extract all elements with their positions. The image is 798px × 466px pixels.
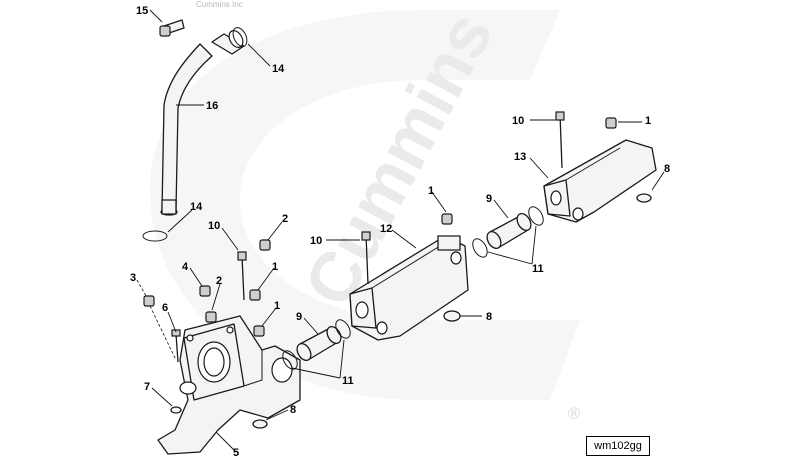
leader-lines (136, 9, 665, 453)
callout-16: 16 (206, 100, 218, 112)
callout-7: 7 (144, 381, 150, 393)
callout-10-right: 10 (512, 115, 524, 127)
callout-1-mid: 1 (428, 185, 434, 197)
sleeves-and-orings (282, 206, 544, 370)
callout-11-left: 11 (342, 375, 354, 387)
callout-11-right: 11 (532, 263, 544, 275)
washers (170, 193, 652, 429)
callout-6: 6 (162, 302, 168, 314)
callout-10-left: 10 (208, 220, 220, 232)
tube-assembly (142, 19, 248, 242)
callout-1-lower-left: 1 (274, 300, 280, 312)
callout-13: 13 (514, 151, 526, 163)
plugs (143, 117, 617, 363)
callout-12: 12 (380, 223, 392, 235)
callout-8-right: 8 (664, 163, 670, 175)
callout-10-mid: 10 (310, 235, 322, 247)
right-manifold (543, 139, 657, 223)
registered-mark: ® (566, 404, 582, 423)
watermark-small-text: Cummins Inc (196, 0, 243, 9)
drawing-id-label: wm102gg (586, 436, 650, 456)
callout-9-left: 9 (296, 311, 302, 323)
callout-8-mid: 8 (486, 311, 492, 323)
callout-4: 4 (182, 261, 189, 273)
callout-14-bottom: 14 (190, 201, 203, 213)
middle-manifold (349, 235, 469, 341)
callout-15: 15 (136, 5, 148, 17)
studs (237, 111, 565, 301)
callout-2-mid: 2 (216, 275, 222, 287)
callout-1-right: 1 (645, 115, 651, 127)
callout-1-upper-left: 1 (272, 261, 278, 273)
callout-14-top: 14 (272, 63, 285, 75)
callout-2-top: 2 (282, 213, 288, 225)
callout-5: 5 (233, 447, 239, 459)
front-housing (157, 315, 301, 455)
callout-8-left: 8 (290, 404, 296, 416)
callouts: 15 14 16 14 10 2 4 2 1 3 6 1 7 5 8 10 12… (130, 5, 670, 459)
callout-3: 3 (130, 272, 136, 284)
callout-9-right: 9 (486, 193, 492, 205)
